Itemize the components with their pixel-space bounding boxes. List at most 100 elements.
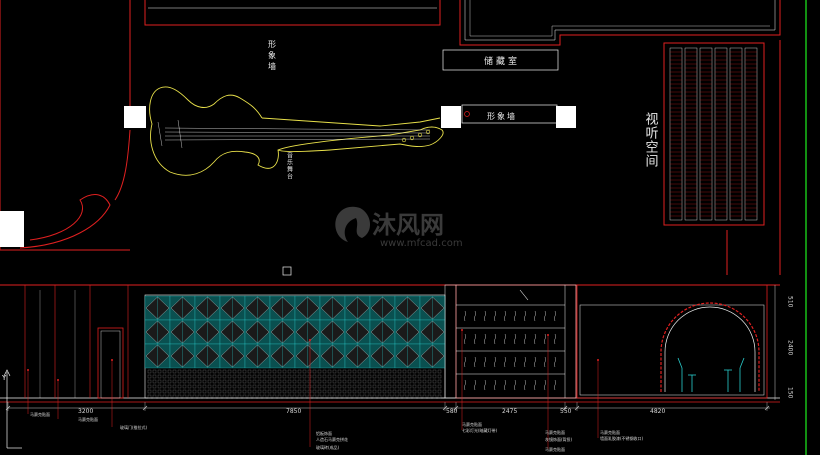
glass-brick [372, 389, 377, 394]
glass-brick [187, 394, 192, 399]
dim-2400: 2400 [787, 340, 794, 355]
glass-brick [427, 369, 432, 374]
glass-brick [197, 374, 202, 379]
glass-brick [152, 374, 157, 379]
glass-brick [182, 379, 187, 384]
glass-brick [272, 394, 277, 399]
glass-brick [232, 394, 237, 399]
glass-brick [247, 394, 252, 399]
glass-brick [372, 394, 377, 399]
shelf-item [504, 356, 506, 368]
glass-brick [207, 394, 212, 399]
glass-brick [352, 389, 357, 394]
shelving-rows [456, 284, 565, 399]
image-wall-mid-marker [464, 111, 470, 117]
glass-brick [422, 379, 427, 384]
glass-brick [252, 384, 257, 389]
glass-brick [422, 389, 427, 394]
glass-brick [377, 389, 382, 394]
glass-brick [227, 374, 232, 379]
glass-brick [387, 369, 392, 374]
shelf-item [474, 310, 476, 322]
shelf-item [464, 379, 466, 391]
glass-brick [407, 384, 412, 389]
leader-dot [27, 369, 29, 371]
plan-wall-upper-right-b [464, 0, 776, 41]
glass-brick [317, 384, 322, 389]
glass-brick [247, 389, 252, 394]
annotation-notes: 马赛克贴面 马赛克贴面 玻璃门(推拉式) 铝板饰面 人造石马赛克拼花 玻璃砖(成… [30, 411, 644, 452]
glass-brick [322, 379, 327, 384]
glass-brick [237, 379, 242, 384]
glass-brick [172, 369, 177, 374]
glass-brick [357, 394, 362, 399]
glass-brick [202, 389, 207, 394]
glass-brick [352, 384, 357, 389]
glass-brick [432, 384, 437, 389]
shelf-item [484, 310, 486, 322]
glass-brick [327, 369, 332, 374]
glass-brick [202, 384, 207, 389]
glass-brick [377, 379, 382, 384]
shelf-item [514, 310, 516, 322]
glass-brick [342, 379, 347, 384]
glass-brick [397, 374, 402, 379]
glass-brick [167, 379, 172, 384]
glass-brick [157, 379, 162, 384]
glass-brick [412, 394, 417, 399]
label-listening-space: 视听空间 [643, 112, 659, 168]
glass-brick [377, 369, 382, 374]
glass-brick [367, 369, 372, 374]
glass-brick [387, 394, 392, 399]
shelf-item [504, 379, 506, 391]
glass-brick [342, 394, 347, 399]
glass-brick [342, 389, 347, 394]
shelf-item [524, 310, 526, 322]
glass-brick [427, 384, 432, 389]
glass-brick [242, 384, 247, 389]
glass-brick [242, 389, 247, 394]
glass-brick [172, 384, 177, 389]
shelf-item [544, 379, 546, 391]
glass-brick [212, 389, 217, 394]
glass-brick [157, 369, 162, 374]
glass-brick [287, 384, 292, 389]
glass-brick [252, 389, 257, 394]
glass-brick [392, 384, 397, 389]
glass-brick [332, 369, 337, 374]
glass-brick [367, 389, 372, 394]
glass-brick [382, 369, 387, 374]
glass-brick [257, 369, 262, 374]
ucs-axis-icon: Y [1, 369, 22, 449]
note-10: 灰镜饰面(背投) [545, 436, 573, 442]
leader-dot [111, 359, 113, 361]
glass-brick [237, 384, 242, 389]
glass-brick [197, 369, 202, 374]
watermark-url: www.mfcad.com [380, 238, 463, 249]
mosaic-diamond-pattern [144, 295, 446, 369]
glass-brick [297, 369, 302, 374]
glass-brick [217, 369, 222, 374]
glass-brick [372, 384, 377, 389]
glass-brick [412, 369, 417, 374]
glass-brick [302, 374, 307, 379]
glass-brick [297, 374, 302, 379]
glass-brick [207, 369, 212, 374]
label-image-wall-top: 形象墙 [268, 40, 277, 73]
glass-brick [312, 384, 317, 389]
glass-brick [172, 379, 177, 384]
glass-brick [182, 394, 187, 399]
note-3: 玻璃门(推拉式) [120, 424, 148, 430]
glass-brick [277, 379, 282, 384]
seating-row [714, 47, 728, 221]
watermark-brand: 沐风网 [372, 211, 444, 239]
note-6: 玻璃砖(成品) [316, 444, 340, 450]
plan-wall-left [0, 0, 130, 251]
shelf-item [524, 333, 526, 345]
plan-wall-upper-right [459, 0, 781, 46]
glass-brick [337, 389, 342, 394]
glass-brick [192, 374, 197, 379]
seating-row [744, 47, 758, 221]
label-storage-room: 储藏室 [484, 55, 520, 67]
glass-brick [247, 374, 252, 379]
